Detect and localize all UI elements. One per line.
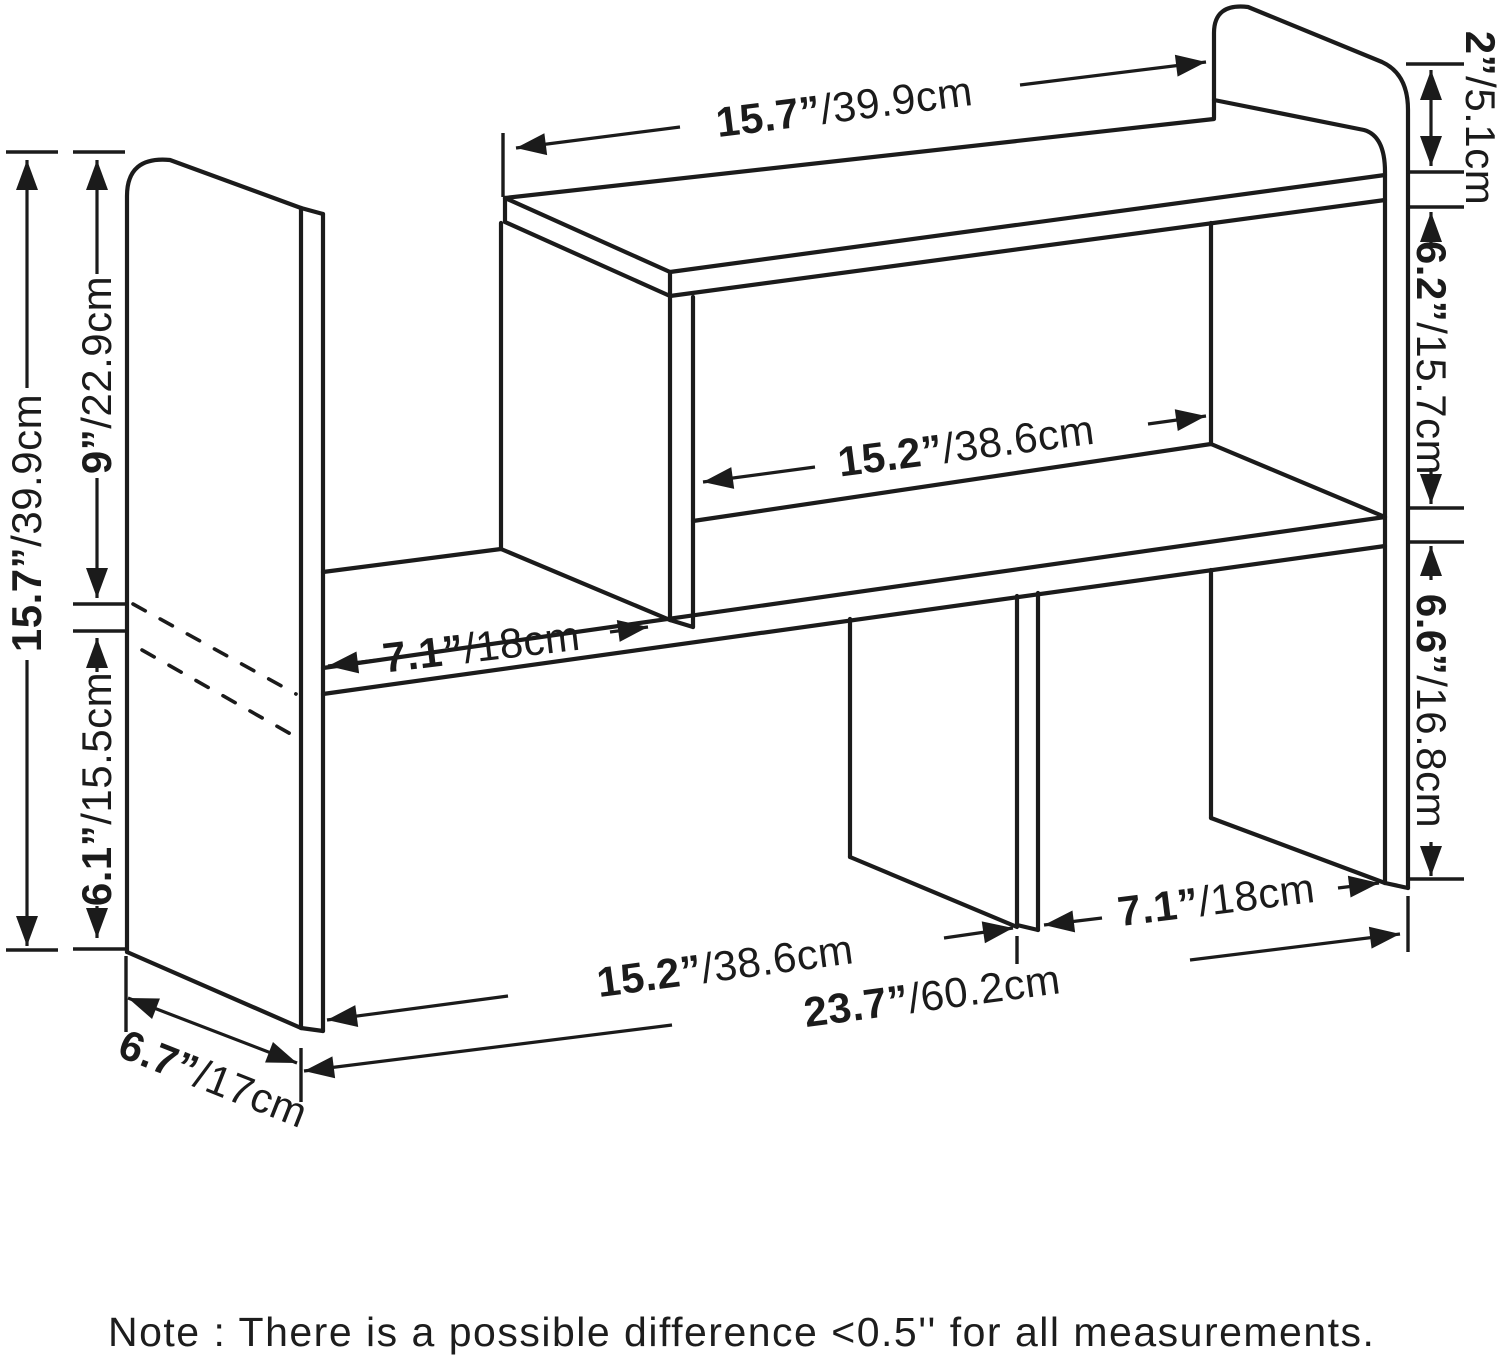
- dimension-labels: 15.7”/39.9cm 2”/5.1cm 6.2”/15.7cm 15.2”/…: [3, 31, 1500, 1137]
- label-upper-compartment-width: 15.2”/38.6cm: [835, 406, 1097, 486]
- label-bottom-right-width: 7.1”/18cm: [1115, 864, 1318, 935]
- dim-bench-opening-width: [327, 620, 649, 674]
- dim-depth: [124, 956, 298, 1065]
- dim-left-panel-height: [6, 150, 58, 952]
- dimension-lines: [6, 54, 1464, 1102]
- bottom-divider-panel: [847, 590, 1041, 933]
- dim-upper-compartment-width: [702, 409, 1207, 489]
- dim-top-shelf-width: [501, 54, 1207, 197]
- label-left-upper-height: 9”/22.9cm: [73, 276, 120, 474]
- top-shelf-board: [502, 116, 1388, 299]
- label-lower-compartment-height: 6.6”/16.8cm: [1408, 594, 1455, 828]
- hidden-shelf-edge: [140, 648, 298, 739]
- dim-left-lower-height: [73, 629, 125, 951]
- measurement-note: Note : There is a possible difference <0…: [108, 1309, 1375, 1355]
- label-right-top-overhang: 2”/5.1cm: [1457, 31, 1500, 205]
- middle-shelf-board: [320, 220, 1388, 886]
- dim-bottom-left-width: [326, 921, 1019, 1027]
- label-left-panel-height: 15.7”/39.9cm: [3, 394, 50, 652]
- label-left-lower-height: 6.1”/15.5cm: [73, 672, 120, 906]
- shelf-structure: [124, 4, 1411, 1034]
- dim-lower-compartment-height: [1406, 540, 1464, 881]
- hidden-shelf-edge: [131, 602, 298, 696]
- dim-bottom-right-width: [1043, 875, 1380, 933]
- label-top-shelf-width: 15.7”/39.9cm: [713, 67, 975, 146]
- label-depth: 6.7”/17cm: [112, 1020, 314, 1136]
- dim-right-top-overhang: [1406, 62, 1464, 174]
- label-upper-compartment-height: 6.2”/15.7cm: [1408, 241, 1455, 475]
- left-side-panel: [124, 157, 326, 1034]
- dim-bottom-total-width: [299, 896, 1410, 1102]
- upper-divider-panel: [498, 220, 696, 630]
- right-side-panel: [1211, 4, 1411, 891]
- dim-left-upper-height: [73, 150, 125, 606]
- dim-upper-compartment-height: [1406, 205, 1464, 510]
